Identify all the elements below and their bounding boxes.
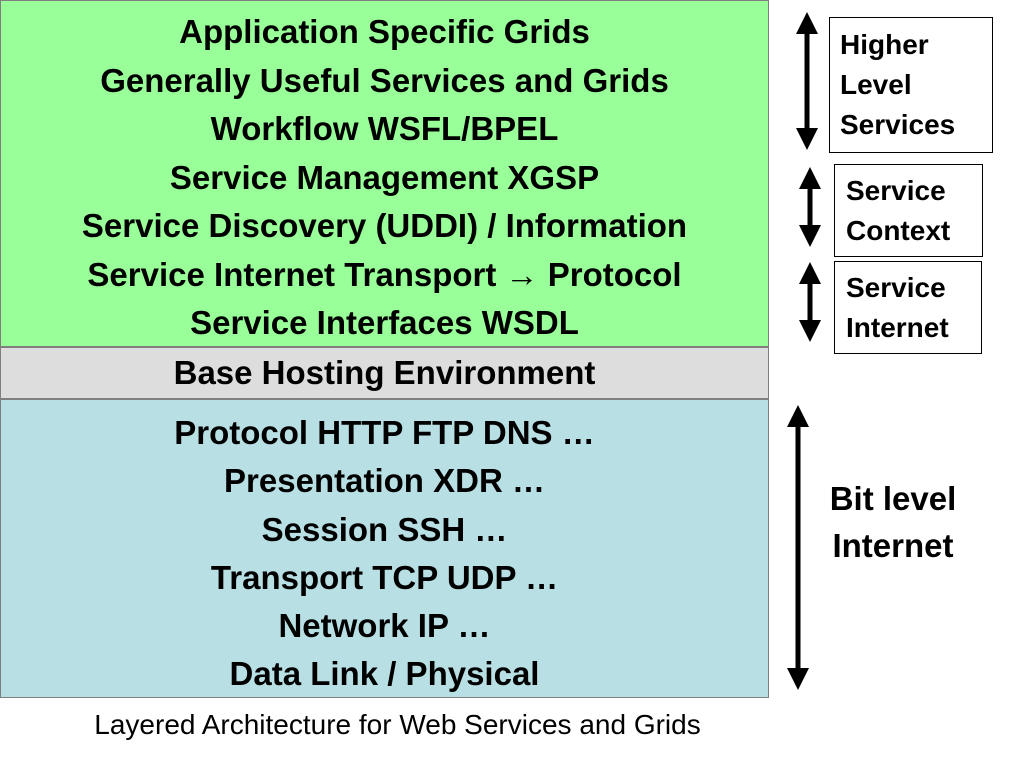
service-context-label: Service Context [834, 164, 983, 257]
lower-layer-line: Network IP … [278, 607, 491, 645]
lower-layer-box: Protocol HTTP FTP DNS … Presentation XDR… [0, 399, 769, 698]
label-line: Context [846, 215, 951, 246]
higher-level-services-label: Higher Level Services [829, 17, 993, 153]
upper-layer-line: Generally Useful Services and Grids [100, 61, 669, 99]
lower-layer-line: Protocol HTTP FTP DNS … [174, 414, 595, 451]
upper-layer-line: Application Specific Grids [179, 13, 590, 50]
label-line: Service [846, 175, 946, 206]
lower-layer-line: Session SSH … [261, 510, 508, 548]
upper-layer-box: Application Specific Grids Generally Use… [0, 0, 769, 347]
upper-layer-line: Service Interfaces WSDL [190, 304, 579, 341]
base-hosting-layer-box: Base Hosting Environment [0, 347, 769, 399]
lower-layer-line: Presentation XDR … [224, 462, 545, 500]
label-line: Service [846, 272, 946, 303]
service-internet-arrow-icon [799, 262, 821, 342]
bit-level-arrow-icon [787, 405, 809, 690]
label-line: Level [840, 69, 912, 100]
service-internet-label: Service Internet [834, 261, 982, 354]
lower-layer-line: Transport TCP UDP … [210, 558, 559, 596]
upper-layer-line: Service Discovery (UDDI) / Information [81, 207, 688, 244]
label-line: Internet [832, 527, 954, 564]
higher-level-arrow-icon [796, 12, 818, 150]
label-line: Bit level [829, 480, 957, 517]
label-line: Higher [840, 29, 929, 60]
lower-layer-line: Data Link / Physical [229, 655, 540, 693]
upper-layer-line: Workflow WSFL/BPEL [210, 110, 559, 147]
base-hosting-label: Base Hosting Environment [173, 354, 596, 391]
label-line: Internet [846, 312, 949, 343]
service-context-arrow-icon [799, 167, 821, 247]
upper-layer-line: Service Management XGSP [169, 158, 600, 196]
bit-level-internet-label: Bit level Internet [798, 475, 988, 569]
label-line: Services [840, 109, 956, 140]
upper-layer-line: Service Internet Transport → Protocol [87, 255, 682, 293]
diagram-caption: Layered Architecture for Web Services an… [94, 709, 701, 740]
